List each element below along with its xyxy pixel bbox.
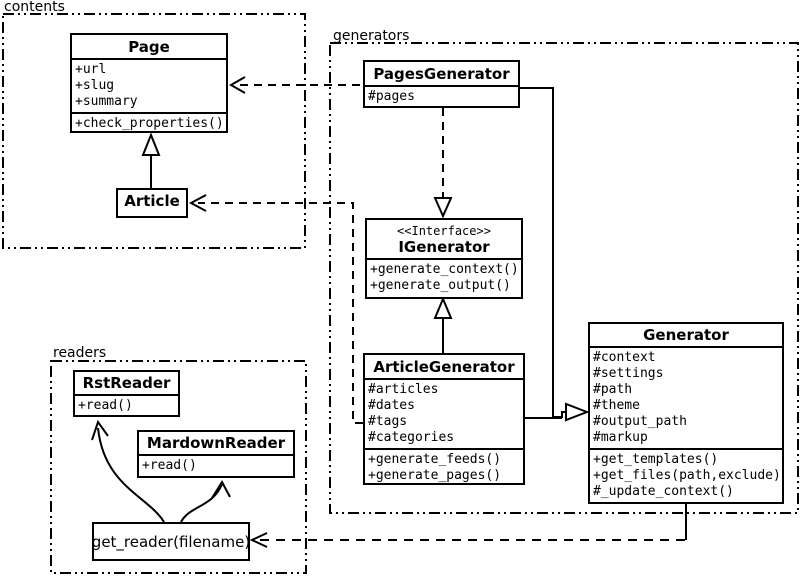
method: +check_properties() — [75, 116, 224, 131]
methods-compartment: +generate_context() +generate_output() — [367, 258, 521, 296]
class-box-page[interactable]: Page +url +slug +summary +check_properti… — [70, 33, 228, 133]
class-box-articlegenerator[interactable]: ArticleGenerator #articles #dates #tags … — [363, 353, 525, 485]
arrowhead-triangle-igenerator-bottom — [433, 296, 453, 319]
class-box-igenerator[interactable]: <<Interface>> IGenerator +generate_conte… — [365, 218, 523, 299]
class-title-rstreader: RstReader — [82, 374, 171, 392]
method: +read() — [142, 458, 197, 473]
method: +generate_context() — [370, 262, 519, 277]
arrowhead-open-page — [228, 76, 246, 94]
attribute: +url — [75, 62, 107, 77]
class-box-mardownreader[interactable]: MardownReader +read() — [137, 430, 295, 478]
attribute: #pages — [368, 89, 415, 104]
method: #_update_context() — [593, 484, 734, 499]
class-title-article: Article — [124, 192, 180, 210]
attributes-compartment: #pages — [365, 85, 518, 107]
attributes-compartment: #articles #dates #tags #categories — [365, 378, 523, 448]
attributes-compartment: #context #settings #path #theme #output_… — [590, 346, 782, 448]
package-label-readers: readers — [53, 345, 107, 361]
class-box-generator[interactable]: Generator #context #settings #path #them… — [588, 322, 784, 504]
function-label: get_reader(filename) — [91, 532, 251, 551]
class-title-articlegenerator: ArticleGenerator — [373, 358, 515, 376]
method: +generate_feeds() — [368, 452, 502, 467]
class-box-article[interactable]: Article — [116, 188, 188, 218]
attribute: #settings — [593, 366, 664, 381]
attribute: #theme — [593, 398, 640, 413]
attribute: #dates — [368, 398, 415, 413]
methods-compartment: +read() — [139, 454, 293, 476]
attribute: #path — [593, 382, 633, 397]
package-label-contents: contents — [4, 0, 65, 15]
method: +get_templates() — [593, 452, 719, 467]
class-box-rstreader[interactable]: RstReader +read() — [73, 370, 180, 417]
class-title-pagesgenerator: PagesGenerator — [373, 65, 510, 83]
arrowhead-open-getreader — [249, 532, 268, 548]
attribute: #categories — [368, 430, 455, 445]
edge-articlegenerator-uses-article — [198, 202, 363, 424]
attribute: +summary — [75, 94, 138, 109]
attributes-compartment: +url +slug +summary — [72, 58, 226, 112]
class-box-pagesgenerator[interactable]: PagesGenerator #pages — [363, 60, 520, 108]
class-title-mardownreader: MardownReader — [146, 434, 286, 452]
attribute: #context — [593, 350, 656, 365]
arrowhead-triangle-page — [141, 132, 161, 156]
arrowhead-open-article — [188, 194, 207, 212]
methods-compartment: +get_templates() +get_files(path,exclude… — [590, 448, 782, 502]
class-title-igenerator: IGenerator — [398, 238, 490, 256]
edge-getreader-to-rstreader — [97, 427, 165, 523]
package-border-generators — [329, 42, 799, 514]
edge-pagesgenerator-extends-generator — [520, 87, 567, 418]
class-title-generator: Generator — [643, 326, 729, 344]
arrowhead-open-mardownreader — [211, 480, 231, 499]
function-box-get-reader[interactable]: get_reader(filename) — [92, 522, 250, 561]
stereotype-label: <<Interface>> — [397, 224, 491, 238]
method: +read() — [78, 398, 133, 413]
package-border-readers — [50, 360, 307, 574]
attribute: #markup — [593, 430, 648, 445]
attribute: #articles — [368, 382, 439, 397]
methods-compartment: +check_properties() — [72, 112, 226, 134]
method: +generate_output() — [370, 278, 511, 293]
arrowhead-open-rstreader — [91, 419, 109, 441]
attribute: #tags — [368, 414, 408, 429]
class-title-page: Page — [128, 38, 170, 56]
method: +generate_pages() — [368, 468, 502, 483]
methods-compartment: +generate_feeds() +generate_pages() — [365, 448, 523, 486]
edge-getreader-to-mardownreader — [180, 483, 223, 523]
package-label-generators: generators — [333, 28, 410, 44]
method: +get_files(path,exclude) — [593, 468, 781, 483]
arrowhead-triangle-generator — [565, 402, 590, 422]
arrowhead-triangle-igenerator-top — [433, 197, 453, 219]
package-border-contents — [2, 13, 306, 249]
methods-compartment: +read() — [75, 394, 178, 416]
attribute: +slug — [75, 78, 115, 93]
attribute: #output_path — [593, 414, 687, 429]
